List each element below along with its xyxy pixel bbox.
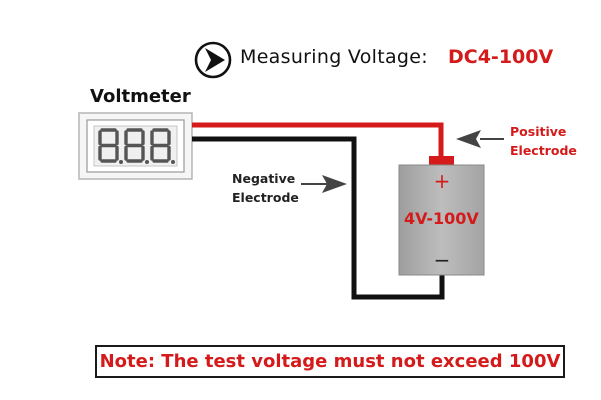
- positive-label-line-2: Electrode: [510, 143, 577, 158]
- seven-segment-digits: [98, 128, 175, 164]
- positive-pointer-arrow: [456, 130, 504, 148]
- voltmeter-title: Voltmeter: [90, 86, 191, 107]
- negative-label-line-2: Electrode: [232, 190, 299, 205]
- battery-minus-sign: −: [433, 248, 451, 272]
- battery: [398, 156, 485, 276]
- heading-voltage-range: DC4-100V: [448, 46, 554, 68]
- negative-pointer-arrow: [301, 175, 347, 193]
- negative-electrode-label: Negative Electrode: [232, 169, 299, 207]
- digit-1-decimal-point: [119, 160, 123, 164]
- positive-wire: [192, 122, 444, 157]
- battery-voltage-range: 4V-100V: [404, 209, 479, 228]
- positive-label-line-1: Positive: [510, 124, 567, 139]
- heading-label: Measuring Voltage:: [240, 46, 428, 68]
- play-arrow-circle-icon: [194, 41, 232, 79]
- negative-wire: [192, 136, 445, 300]
- battery-plus-sign: +: [433, 169, 451, 193]
- note-box: Note: The test voltage must not exceed 1…: [95, 345, 565, 378]
- negative-label-line-1: Negative: [232, 171, 296, 186]
- note-text: Note: The test voltage must not exceed 1…: [99, 351, 561, 372]
- digit-2-decimal-point: [145, 160, 149, 164]
- positive-electrode-label: Positive Electrode: [510, 122, 577, 160]
- digit-3-decimal-point: [171, 160, 175, 164]
